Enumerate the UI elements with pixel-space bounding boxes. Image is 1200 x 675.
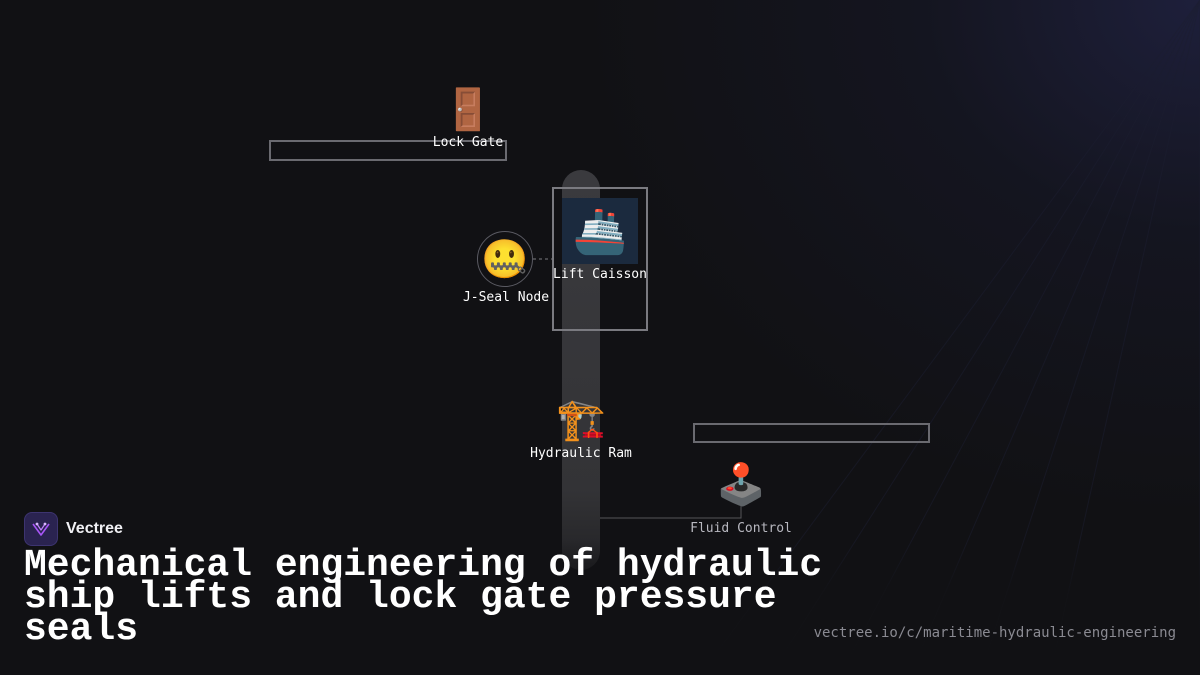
lock-gate-frame bbox=[269, 140, 507, 161]
lift-caisson-node[interactable]: 🚢 bbox=[562, 198, 638, 264]
ram-to-fluid-connector bbox=[600, 505, 742, 519]
door-icon: 🚪 bbox=[443, 87, 493, 133]
vectree-logo-icon bbox=[24, 512, 58, 546]
joystick-icon: 🕹️ bbox=[716, 462, 766, 508]
j-seal-node[interactable]: 🤐 bbox=[477, 231, 533, 287]
crane-icon: 🏗️ bbox=[556, 397, 606, 443]
zipper-mouth-face-icon: 🤐 bbox=[481, 236, 529, 281]
footer-shade bbox=[0, 540, 1200, 675]
hydraulic-ram-label: Hydraulic Ram bbox=[530, 446, 632, 461]
j-seal-label: J-Seal Node bbox=[462, 290, 550, 305]
lock-gate-label: Lock Gate bbox=[432, 135, 504, 150]
ship-icon: 🚢 bbox=[572, 206, 628, 257]
lift-caisson-label: Lift Caisson bbox=[553, 267, 647, 282]
fluid-control-frame bbox=[693, 423, 930, 443]
fluid-control-label: Fluid Control bbox=[690, 521, 792, 536]
page-url[interactable]: vectree.io/c/maritime-hydraulic-engineer… bbox=[813, 625, 1176, 641]
page-title: Mechanical engineering of hydraulic ship… bbox=[24, 544, 823, 651]
brand-name: Vectree bbox=[66, 520, 123, 537]
brand[interactable]: Vectree bbox=[24, 512, 123, 546]
central-pillar bbox=[562, 170, 600, 570]
